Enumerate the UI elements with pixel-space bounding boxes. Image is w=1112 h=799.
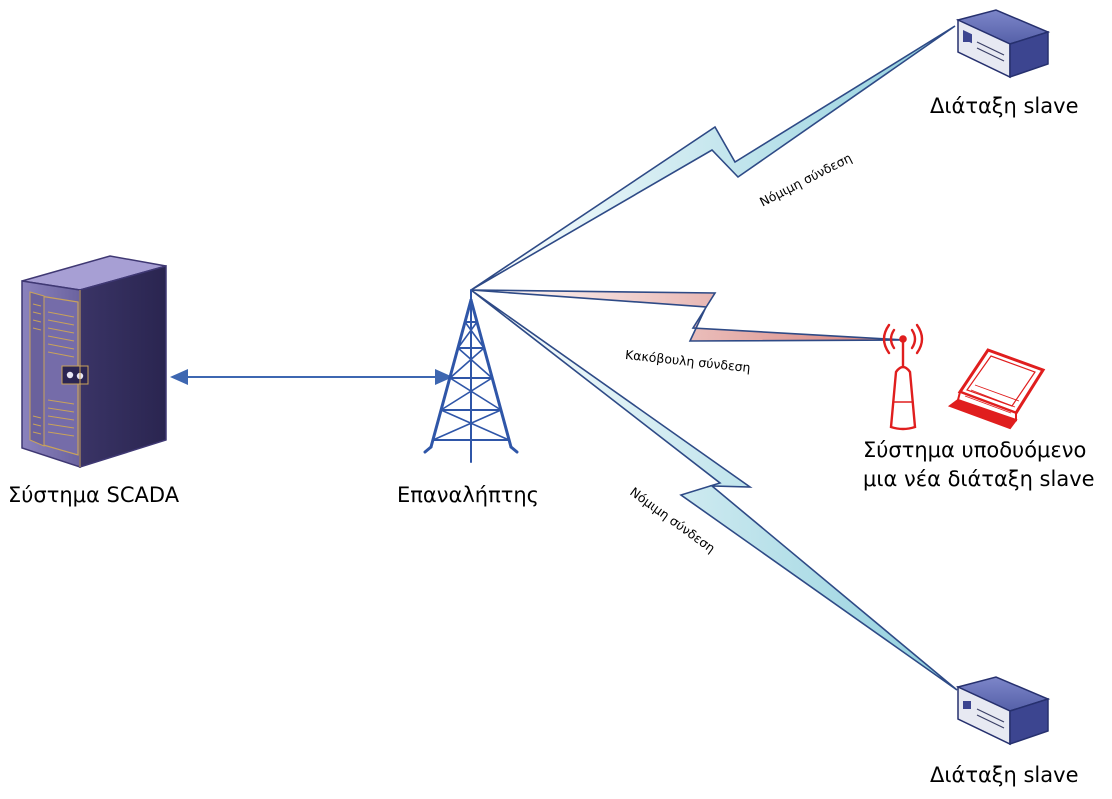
- scada-repeater-arrow: [170, 369, 453, 385]
- laptop-icon: [947, 348, 1046, 430]
- link-middle-malicious: [470, 289, 906, 342]
- slave-bottom-label: Διάταξη slave: [930, 763, 1079, 787]
- slave-top-label: Διάταξη slave: [930, 94, 1079, 118]
- radio-tower-icon: [423, 289, 519, 463]
- link-top-legitimate: [470, 25, 956, 291]
- link-bottom-legitimate: [470, 289, 958, 691]
- server-rack-icon: [21, 255, 167, 469]
- attacker-label-line1: Σύστημα υποδυόμενο: [863, 438, 1087, 462]
- wireless-antenna-icon: [882, 323, 924, 431]
- scada-label: Σύστημα SCADA: [8, 483, 180, 507]
- slave-device-icon-bottom: [955, 676, 1051, 746]
- slave-device-icon-top: [955, 9, 1051, 79]
- repeater-label: Επαναλήπτης: [397, 483, 539, 507]
- attacker-label-line2: μια νέα διάταξη slave: [863, 467, 1095, 491]
